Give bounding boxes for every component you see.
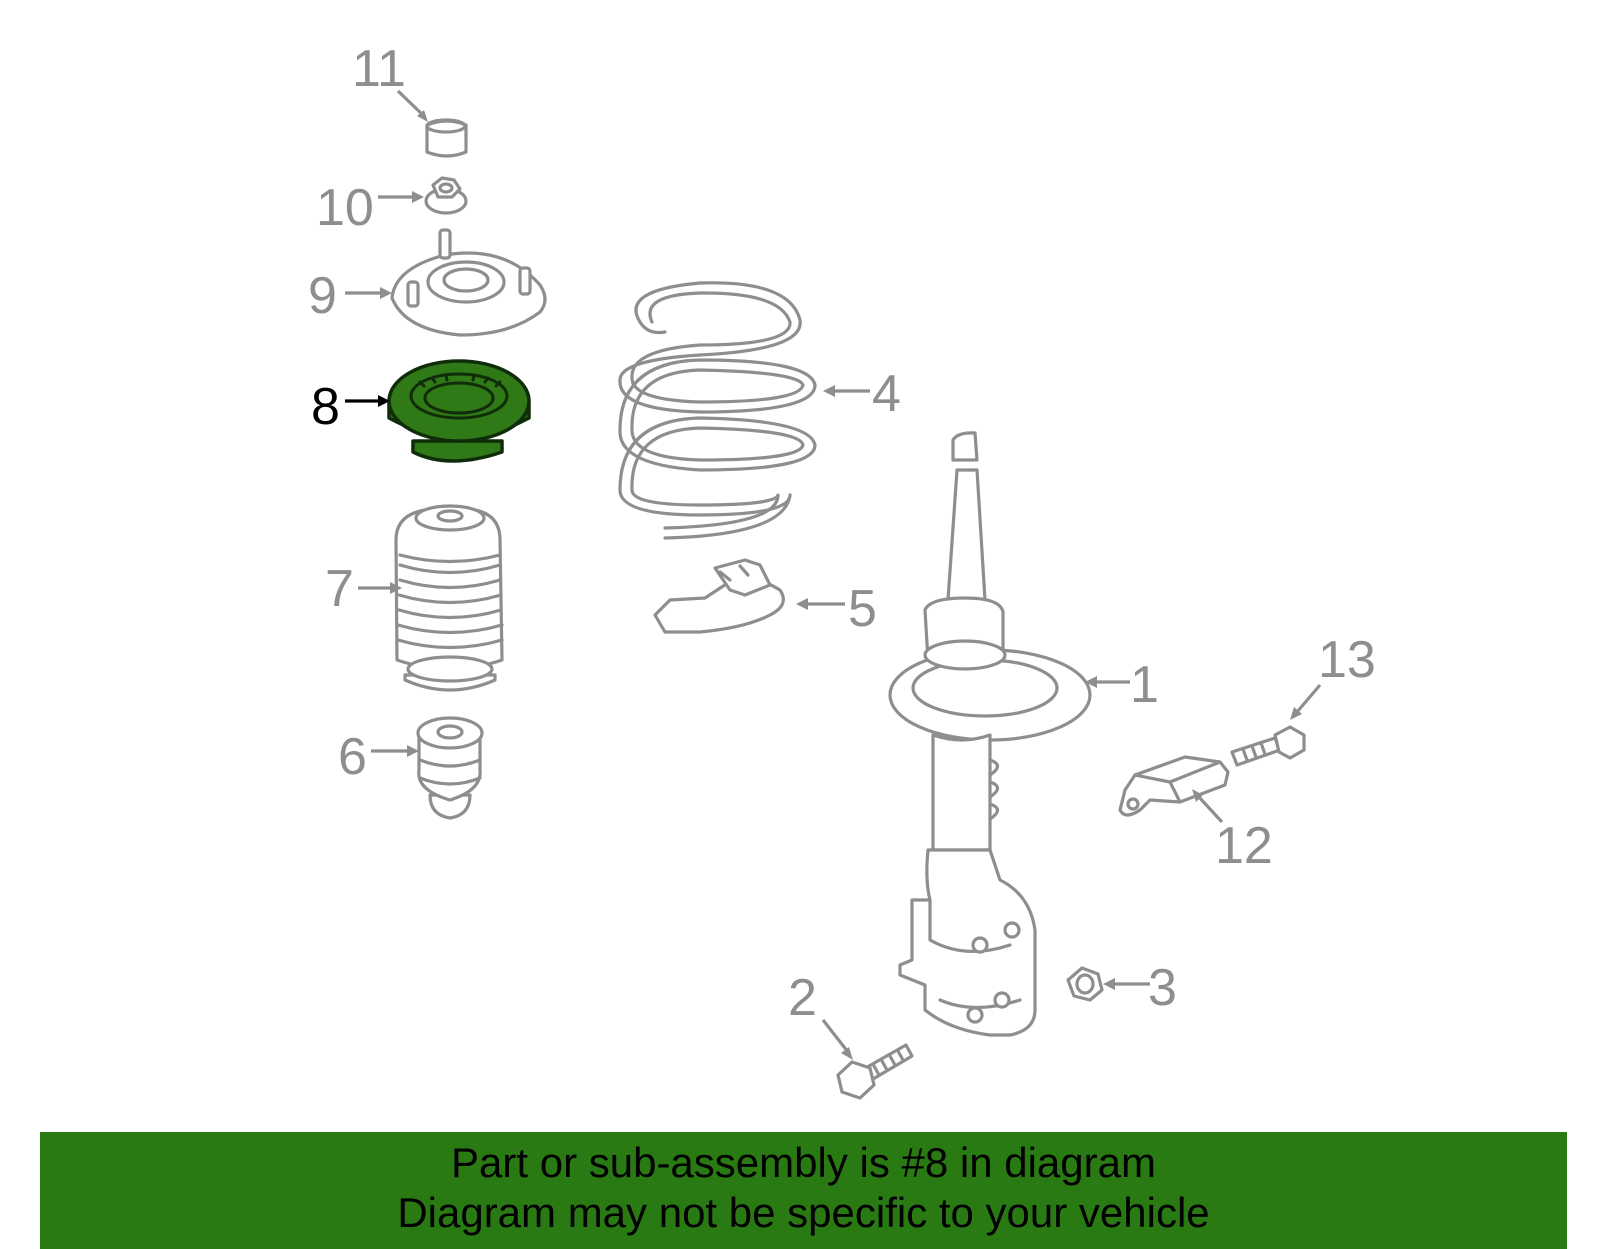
part-11-cap[interactable] [425,118,468,158]
banner-line-2: Diagram may not be specific to your vehi… [397,1189,1210,1236]
callout-12: 12 [1215,817,1273,875]
callout-11: 11 [352,40,406,98]
callout-6: 6 [338,728,367,786]
callout-3: 3 [1148,959,1177,1017]
callout-10: 10 [316,179,374,237]
callout-1: 1 [1130,656,1159,714]
callout-7: 7 [325,560,354,618]
part-3-nut[interactable] [1066,966,1104,1002]
callout-13: 13 [1318,631,1376,689]
callout-arrows [345,89,1322,1060]
part-13-bolt[interactable] [1230,725,1306,767]
callout-2: 2 [788,969,817,1027]
part-8-spring-seat[interactable] [387,359,531,463]
banner-line-1: Part or sub-assembly is #8 in diagram [451,1139,1156,1186]
part-5-lower-spring-seat[interactable] [653,558,785,634]
part-12-bracket[interactable] [1118,755,1230,817]
info-banner: Part or sub-assembly is #8 in diagram Di… [40,1132,1567,1249]
part-6-bump-stop[interactable] [416,716,484,820]
part-10-nut[interactable] [424,176,468,215]
callout-5: 5 [848,580,877,638]
callout-8: 8 [311,378,340,436]
callout-9: 9 [308,267,337,325]
part-4-coil-spring[interactable] [618,281,817,540]
part-2-bolt[interactable] [836,1043,914,1100]
part-9-strut-mount[interactable] [390,228,547,337]
part-1-strut-assembly[interactable] [888,431,1092,1037]
callout-4: 4 [872,365,901,423]
part-7-dust-boot[interactable] [394,504,504,692]
